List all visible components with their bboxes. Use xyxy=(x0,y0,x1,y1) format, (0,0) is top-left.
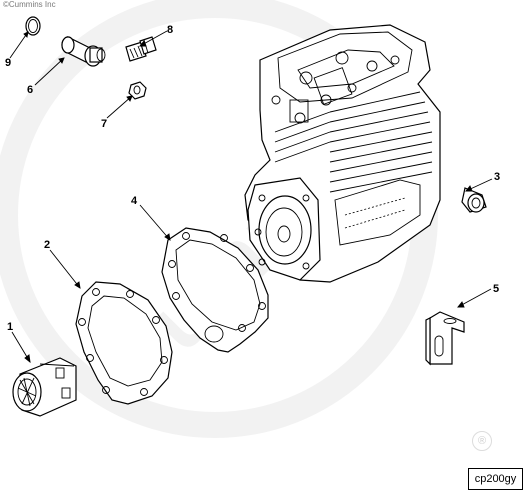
part-compressor-body xyxy=(244,24,441,283)
callout-6: 6 xyxy=(27,84,33,96)
callout-8: 8 xyxy=(167,24,173,36)
callout-5: 5 xyxy=(493,283,499,295)
leader-5 xyxy=(457,288,492,308)
callout-numbers: 1 2 3 4 5 6 7 8 9 xyxy=(5,24,500,333)
part-4-gasket xyxy=(161,227,269,353)
part-8-bolt xyxy=(125,36,157,62)
leader-lines xyxy=(9,30,493,364)
callout-3: 3 xyxy=(494,171,500,183)
callout-9: 9 xyxy=(5,57,11,69)
part-5-bracket xyxy=(425,311,465,366)
callout-7: 7 xyxy=(101,118,107,130)
leader-2 xyxy=(49,249,81,289)
figure-code-label: cp200gy xyxy=(468,468,523,490)
part-1-coupling xyxy=(12,357,77,417)
part-9-o-ring xyxy=(25,16,41,36)
part-2-plate xyxy=(75,281,173,405)
leader-9 xyxy=(9,31,29,59)
callout-1: 1 xyxy=(7,321,13,333)
part-6-adapter xyxy=(61,36,106,67)
part-3-plug xyxy=(461,187,487,213)
leader-4 xyxy=(139,204,171,241)
copyright-notice: ©Cummins Inc xyxy=(3,0,56,9)
leader-7 xyxy=(106,95,133,119)
part-7-nut xyxy=(128,81,147,100)
leader-6 xyxy=(34,57,65,86)
registered-mark-icon: ® xyxy=(472,431,492,451)
callout-2: 2 xyxy=(44,239,50,251)
callout-4: 4 xyxy=(131,195,138,207)
